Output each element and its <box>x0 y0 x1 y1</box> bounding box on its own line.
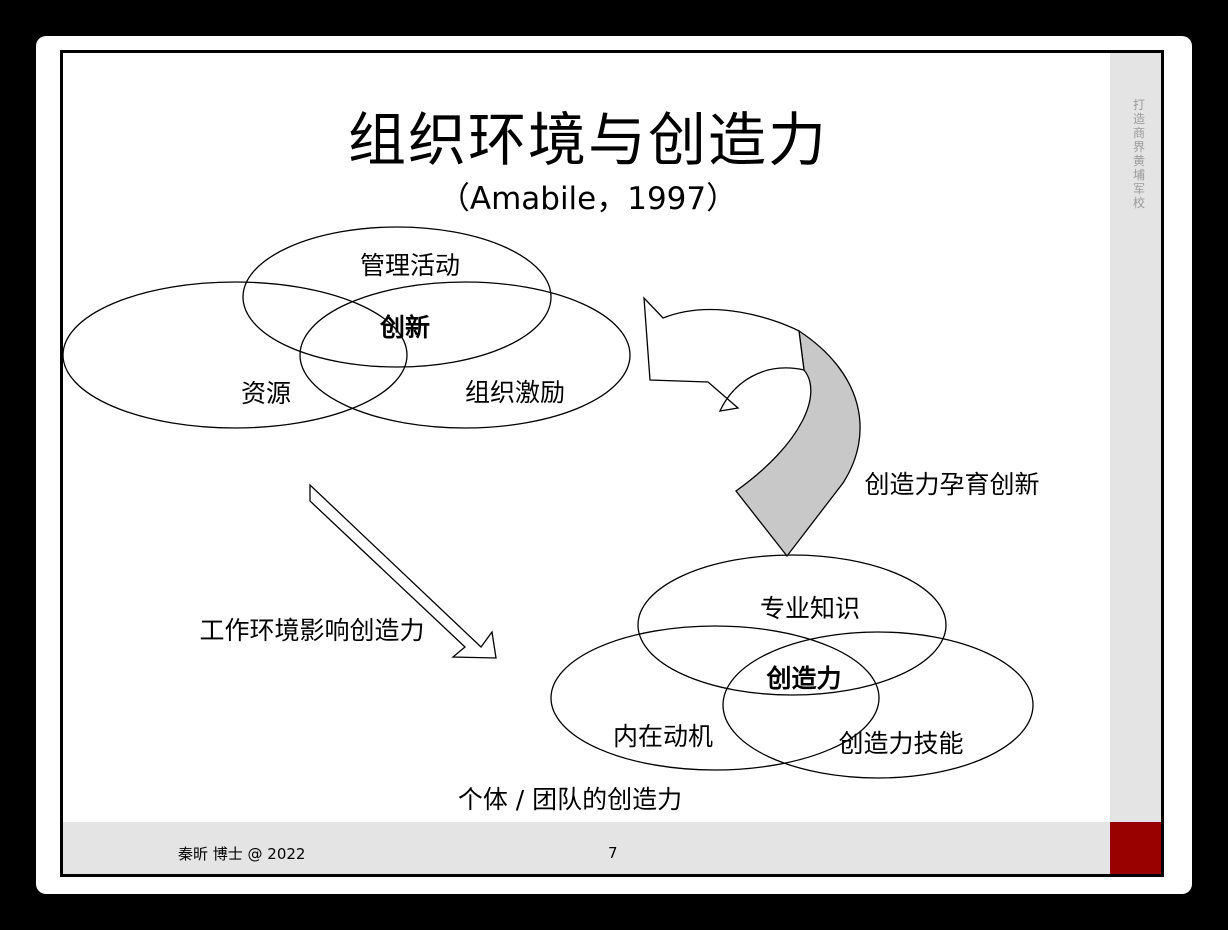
arrow-label-work-env: 工作环境影响创造力 <box>199 616 424 645</box>
venn-label-innovation: 创新 <box>379 313 430 342</box>
footer-bar: 秦昕 博士 @ 2022 7 <box>63 822 1113 874</box>
venn-ellipse-left <box>550 625 880 771</box>
venn-ellipse-right <box>299 281 631 429</box>
page-number: 7 <box>608 844 618 862</box>
venn-caption: 个体 / 团队的创造力 <box>458 785 682 814</box>
slide: 打造商界黄埔军校 秦昕 博士 @ 2022 7 组织环境与创造力 （Amabil… <box>60 50 1164 877</box>
venn-label-intrinsic-motivation: 内在动机 <box>613 722 713 751</box>
venn-ellipse-top <box>637 554 947 696</box>
venn-label-creativity: 创造力 <box>765 664 841 693</box>
venn-ellipse-left <box>63 281 408 429</box>
slide-title: 组织环境与创造力 <box>347 106 828 174</box>
side-band: 打造商界黄埔军校 <box>1110 53 1161 874</box>
venn-label-creativity-skills: 创造力技能 <box>838 729 963 758</box>
venn-label-management: 管理活动 <box>360 251 460 280</box>
curved-arrow-body <box>735 329 861 558</box>
venn-label-resources: 资源 <box>241 379 291 408</box>
footer-author: 秦昕 博士 @ 2022 <box>178 845 306 863</box>
venn-label-org-incentive: 组织激励 <box>465 378 565 407</box>
venn-ellipse-top <box>242 226 552 368</box>
curved-arrow-head <box>643 296 805 412</box>
venn-label-expertise: 专业知识 <box>760 594 860 623</box>
slide-subtitle: （Amabile，1997） <box>438 181 738 217</box>
accent-block <box>1110 822 1161 874</box>
diagram: 管理活动 创新 资源 组织激励 专业知识 创造力 内在动机 创造力技能 个体 /… <box>63 226 1040 814</box>
arrow-label-fosters-innovation: 创造力孕育创新 <box>864 470 1039 499</box>
work-env-arrow <box>309 483 497 659</box>
venn-ellipse-right <box>722 631 1034 779</box>
side-slogan: 打造商界黄埔军校 <box>1132 98 1145 210</box>
